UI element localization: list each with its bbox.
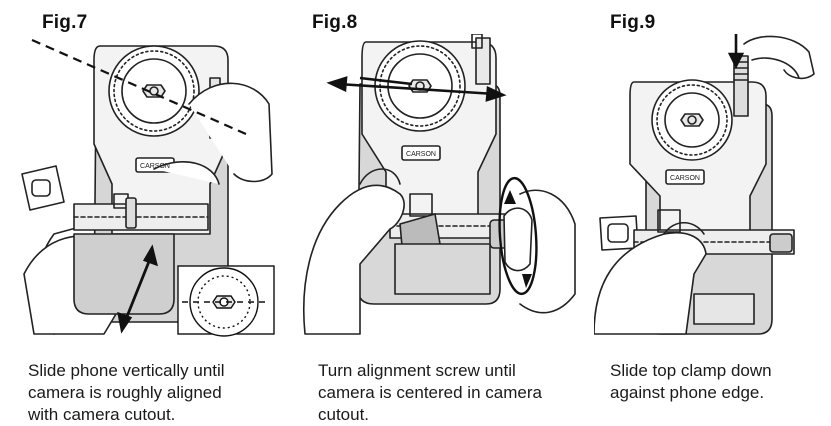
figure-8-label: Fig.8 <box>312 12 358 33</box>
figure-9-illustration: CARSON <box>594 34 826 344</box>
inset-detail <box>177 265 275 337</box>
caption-line: against phone edge. <box>610 383 765 402</box>
rotation-indicator <box>498 176 538 296</box>
brand-mark: CARSON <box>140 163 170 170</box>
caption-line: camera is roughly aligned <box>28 383 222 402</box>
caption-line: Slide top clamp down <box>610 361 772 380</box>
brand-mark: CARSON <box>406 151 436 158</box>
caption-line: camera is centered in camera <box>318 383 542 402</box>
figure-9-caption: Slide top clamp down against phone edge. <box>610 360 772 404</box>
figure-8-illustration: CARSON <box>300 34 580 344</box>
figure-7-caption: Slide phone vertically until camera is r… <box>28 360 225 426</box>
caption-line: Turn alignment screw until <box>318 361 516 380</box>
caption-line: with camera cutout. <box>28 405 176 424</box>
figure-7-illustration: CARSON <box>14 34 276 344</box>
figure-7-label: Fig.7 <box>42 12 88 33</box>
caption-line: Slide phone vertically until <box>28 361 225 380</box>
figure-7-panel: Fig.7 <box>0 0 280 426</box>
brand-mark: CARSON <box>670 175 700 182</box>
figure-8-panel: Fig.8 <box>290 0 580 426</box>
figure-9-panel: Fig.9 <box>590 0 831 426</box>
figure-8-caption: Turn alignment screw until camera is cen… <box>318 360 542 426</box>
figure-9-label: Fig.9 <box>610 12 656 33</box>
caption-line: cutout. <box>318 405 370 424</box>
